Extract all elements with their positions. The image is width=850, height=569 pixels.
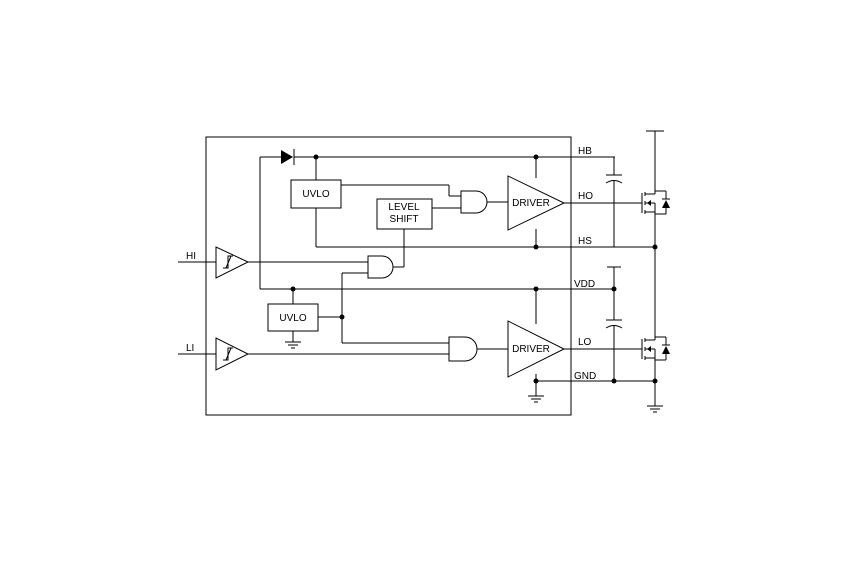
li-schmitt-buffer bbox=[215, 337, 250, 371]
uvlo-low-block bbox=[267, 303, 319, 332]
level-shift-block bbox=[376, 198, 433, 230]
and-gate-low bbox=[448, 336, 478, 362]
and-gate-high bbox=[460, 190, 488, 214]
low-side-mosfet bbox=[637, 336, 670, 361]
li-hysteresis-icon bbox=[223, 347, 233, 361]
pin-hs: HS bbox=[578, 236, 592, 247]
pin-hb: HB bbox=[578, 146, 592, 157]
driver-low-block bbox=[507, 320, 566, 378]
level-shift-label-line2: SHIFT bbox=[390, 214, 419, 225]
hi-hysteresis-icon bbox=[223, 255, 233, 269]
uvlo-high-label: UVLO bbox=[302, 189, 329, 200]
external-ground-symbol bbox=[647, 405, 663, 413]
high-side-mosfet bbox=[637, 190, 670, 215]
pin-lo: LO bbox=[578, 337, 592, 348]
pin-vdd: VDD bbox=[574, 279, 595, 290]
bootstrap-diode bbox=[281, 149, 295, 165]
pin-hi: HI bbox=[186, 251, 196, 262]
ic-package-outline bbox=[205, 136, 572, 416]
hi-schmitt-buffer bbox=[215, 246, 250, 279]
level-shift-label-line1: LEVEL bbox=[388, 202, 420, 213]
and-gate-middle bbox=[367, 255, 394, 279]
bootstrap-capacitor bbox=[605, 157, 623, 247]
pin-gnd: GND bbox=[574, 371, 596, 382]
driver-high-block bbox=[507, 175, 566, 231]
pin-li: LI bbox=[186, 343, 194, 354]
driver-high-label: DRIVER bbox=[512, 198, 550, 209]
uvlo-low-label: UVLO bbox=[279, 313, 306, 324]
pin-ho: HO bbox=[578, 191, 593, 202]
driver-ground-symbol bbox=[528, 395, 544, 403]
driver-low-label: DRIVER bbox=[512, 344, 550, 355]
vdd-capacitor bbox=[605, 266, 623, 381]
uvlo-ground-symbol bbox=[285, 341, 301, 349]
